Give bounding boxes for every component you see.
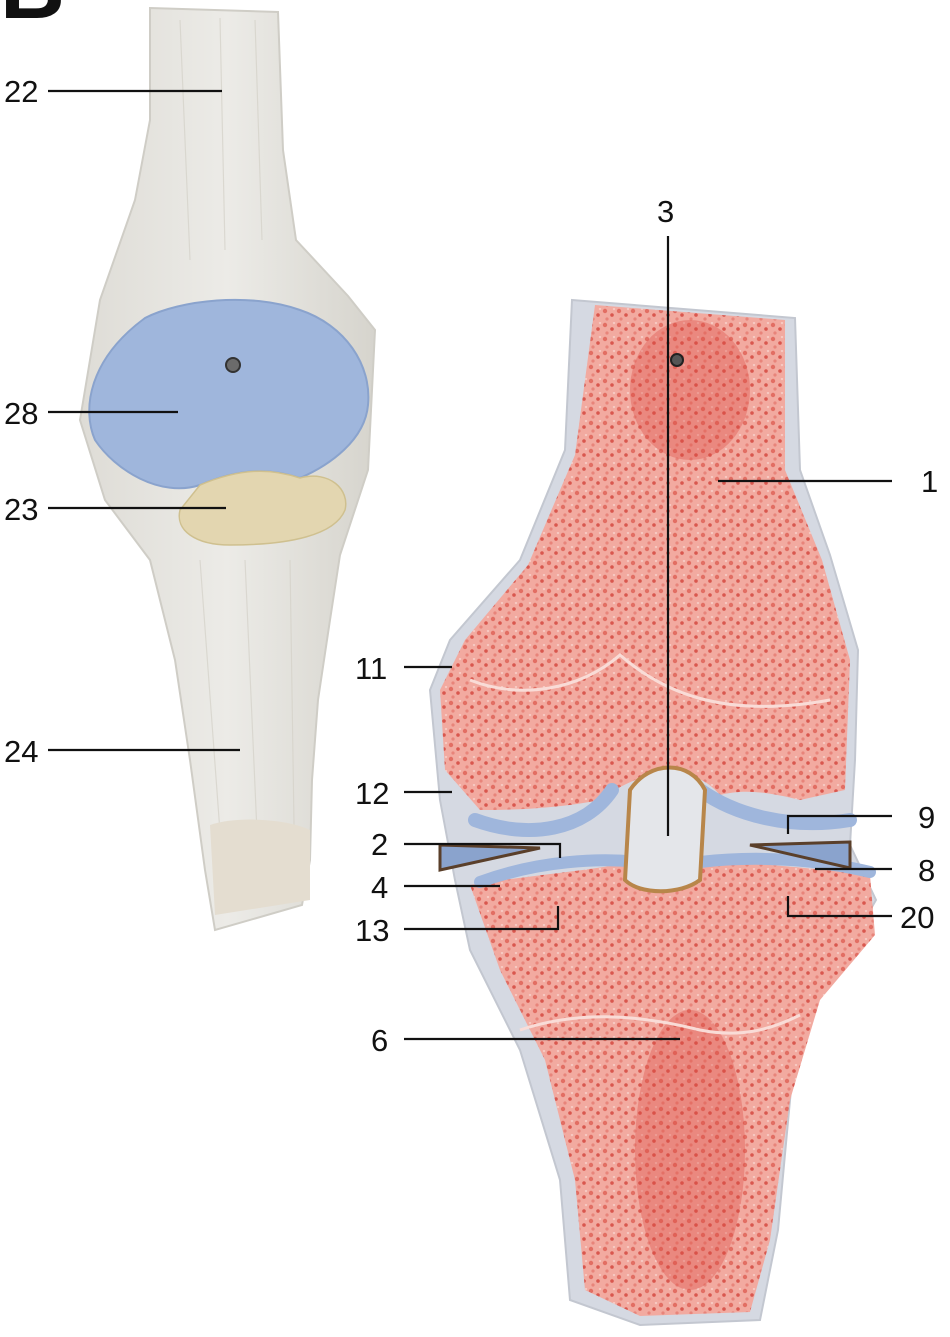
label-12: 12 [355,776,389,811]
label-28: 28 [4,396,38,431]
anterior-knee-specimen [80,8,375,930]
femoral-medullary-region [630,320,750,460]
tibial-medullary-region [635,1010,745,1290]
label-23: 23 [4,492,38,527]
label-20: 20 [900,900,934,935]
patellar-articular-cartilage [89,300,368,488]
label-13: 13 [355,913,389,948]
label-6: 6 [371,1023,388,1058]
label-22: 22 [4,74,38,109]
label-1: 1 [921,464,938,499]
sectioned-knee-specimen [430,300,876,1325]
label-9: 9 [918,800,935,835]
panel-letter: B [0,0,65,38]
label-8: 8 [918,853,935,888]
label-24: 24 [4,734,38,769]
tibial-tuberosity [210,820,310,915]
cruciate-ligaments [625,768,705,892]
label-2: 2 [371,827,388,862]
model-pin [226,358,240,372]
label-11: 11 [355,651,387,686]
label-3: 3 [657,194,674,229]
model-pin [671,354,683,366]
label-4: 4 [371,870,388,905]
